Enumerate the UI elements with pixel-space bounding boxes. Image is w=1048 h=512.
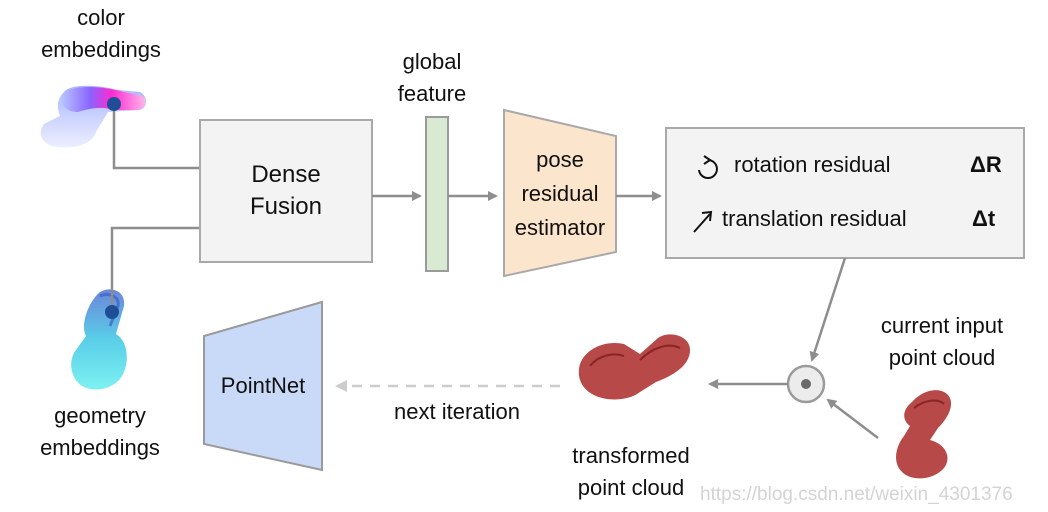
transformed-line2: point cloud	[577, 475, 685, 500]
geometry-embeddings-line2: embeddings	[40, 435, 160, 460]
rotation-residual-label: rotation residual	[734, 152, 891, 177]
current-input-line2: point cloud	[888, 345, 996, 370]
color-embeddings-image	[40, 85, 146, 148]
dense-fusion-box	[199, 119, 373, 263]
color-embeddings-label: color embeddings	[16, 2, 186, 66]
color-embeddings-line2: embeddings	[41, 37, 161, 62]
rotate-arrow-icon	[698, 155, 718, 179]
translation-residual-symbol: Δt	[972, 206, 996, 231]
watermark: https://blog.csdn.net/weixin_4301376	[700, 484, 1013, 505]
color-point-marker	[107, 97, 121, 111]
diagonal-arrow-icon	[693, 210, 713, 233]
global-feature-line1: global	[402, 49, 462, 74]
color-embeddings-line1: color	[77, 5, 125, 30]
circled-dot-icon	[786, 364, 826, 404]
pose-estimator-line2: residual	[521, 181, 599, 206]
rotation-residual-symbol: ΔR	[970, 152, 1002, 177]
translation-residual-row: translation residual	[722, 202, 907, 236]
pointnet-shape	[203, 300, 323, 472]
rotation-residual-row: rotation residual	[734, 148, 891, 182]
global-feature-label: global feature	[372, 46, 492, 110]
dense-fusion-label: Dense Fusion	[200, 120, 372, 262]
arrow-input-to-op	[826, 398, 879, 439]
pointnet-label: PointNet	[204, 366, 322, 406]
pose-estimator-label: pose residual estimator	[504, 136, 616, 252]
geometry-embeddings-line1: geometry	[54, 403, 146, 428]
translation-residual-label: translation residual	[722, 206, 907, 231]
dense-fusion-line2: Fusion	[249, 193, 323, 220]
transformed-label: transformed point cloud	[536, 440, 726, 504]
residual-box	[665, 127, 1025, 259]
pose-estimator-shape	[503, 108, 617, 278]
color-connector	[112, 104, 200, 170]
global-feature-line2: feature	[397, 81, 467, 106]
current-input-point-cloud-image	[896, 390, 952, 479]
pointnet-text: PointNet	[220, 373, 306, 398]
pose-estimator-line1: pose	[536, 147, 584, 172]
geometry-embeddings-image	[71, 289, 127, 390]
arrow-residual-to-op	[809, 257, 847, 362]
geometry-point-marker	[105, 305, 119, 319]
dense-fusion-line1: Dense	[251, 161, 321, 188]
geometry-embeddings-label: geometry embeddings	[12, 400, 188, 464]
next-iteration-text: next iteration	[394, 399, 520, 424]
current-input-line1: current input	[880, 313, 1004, 338]
current-input-label: current input point cloud	[842, 310, 1042, 374]
global-feature-bar	[425, 116, 449, 272]
geometry-connector	[110, 226, 200, 312]
pose-estimator-line3: estimator	[514, 215, 606, 240]
transformed-line1: transformed	[572, 443, 690, 468]
next-iteration-label: next iteration	[362, 396, 552, 428]
transformed-point-cloud-image	[578, 334, 690, 400]
